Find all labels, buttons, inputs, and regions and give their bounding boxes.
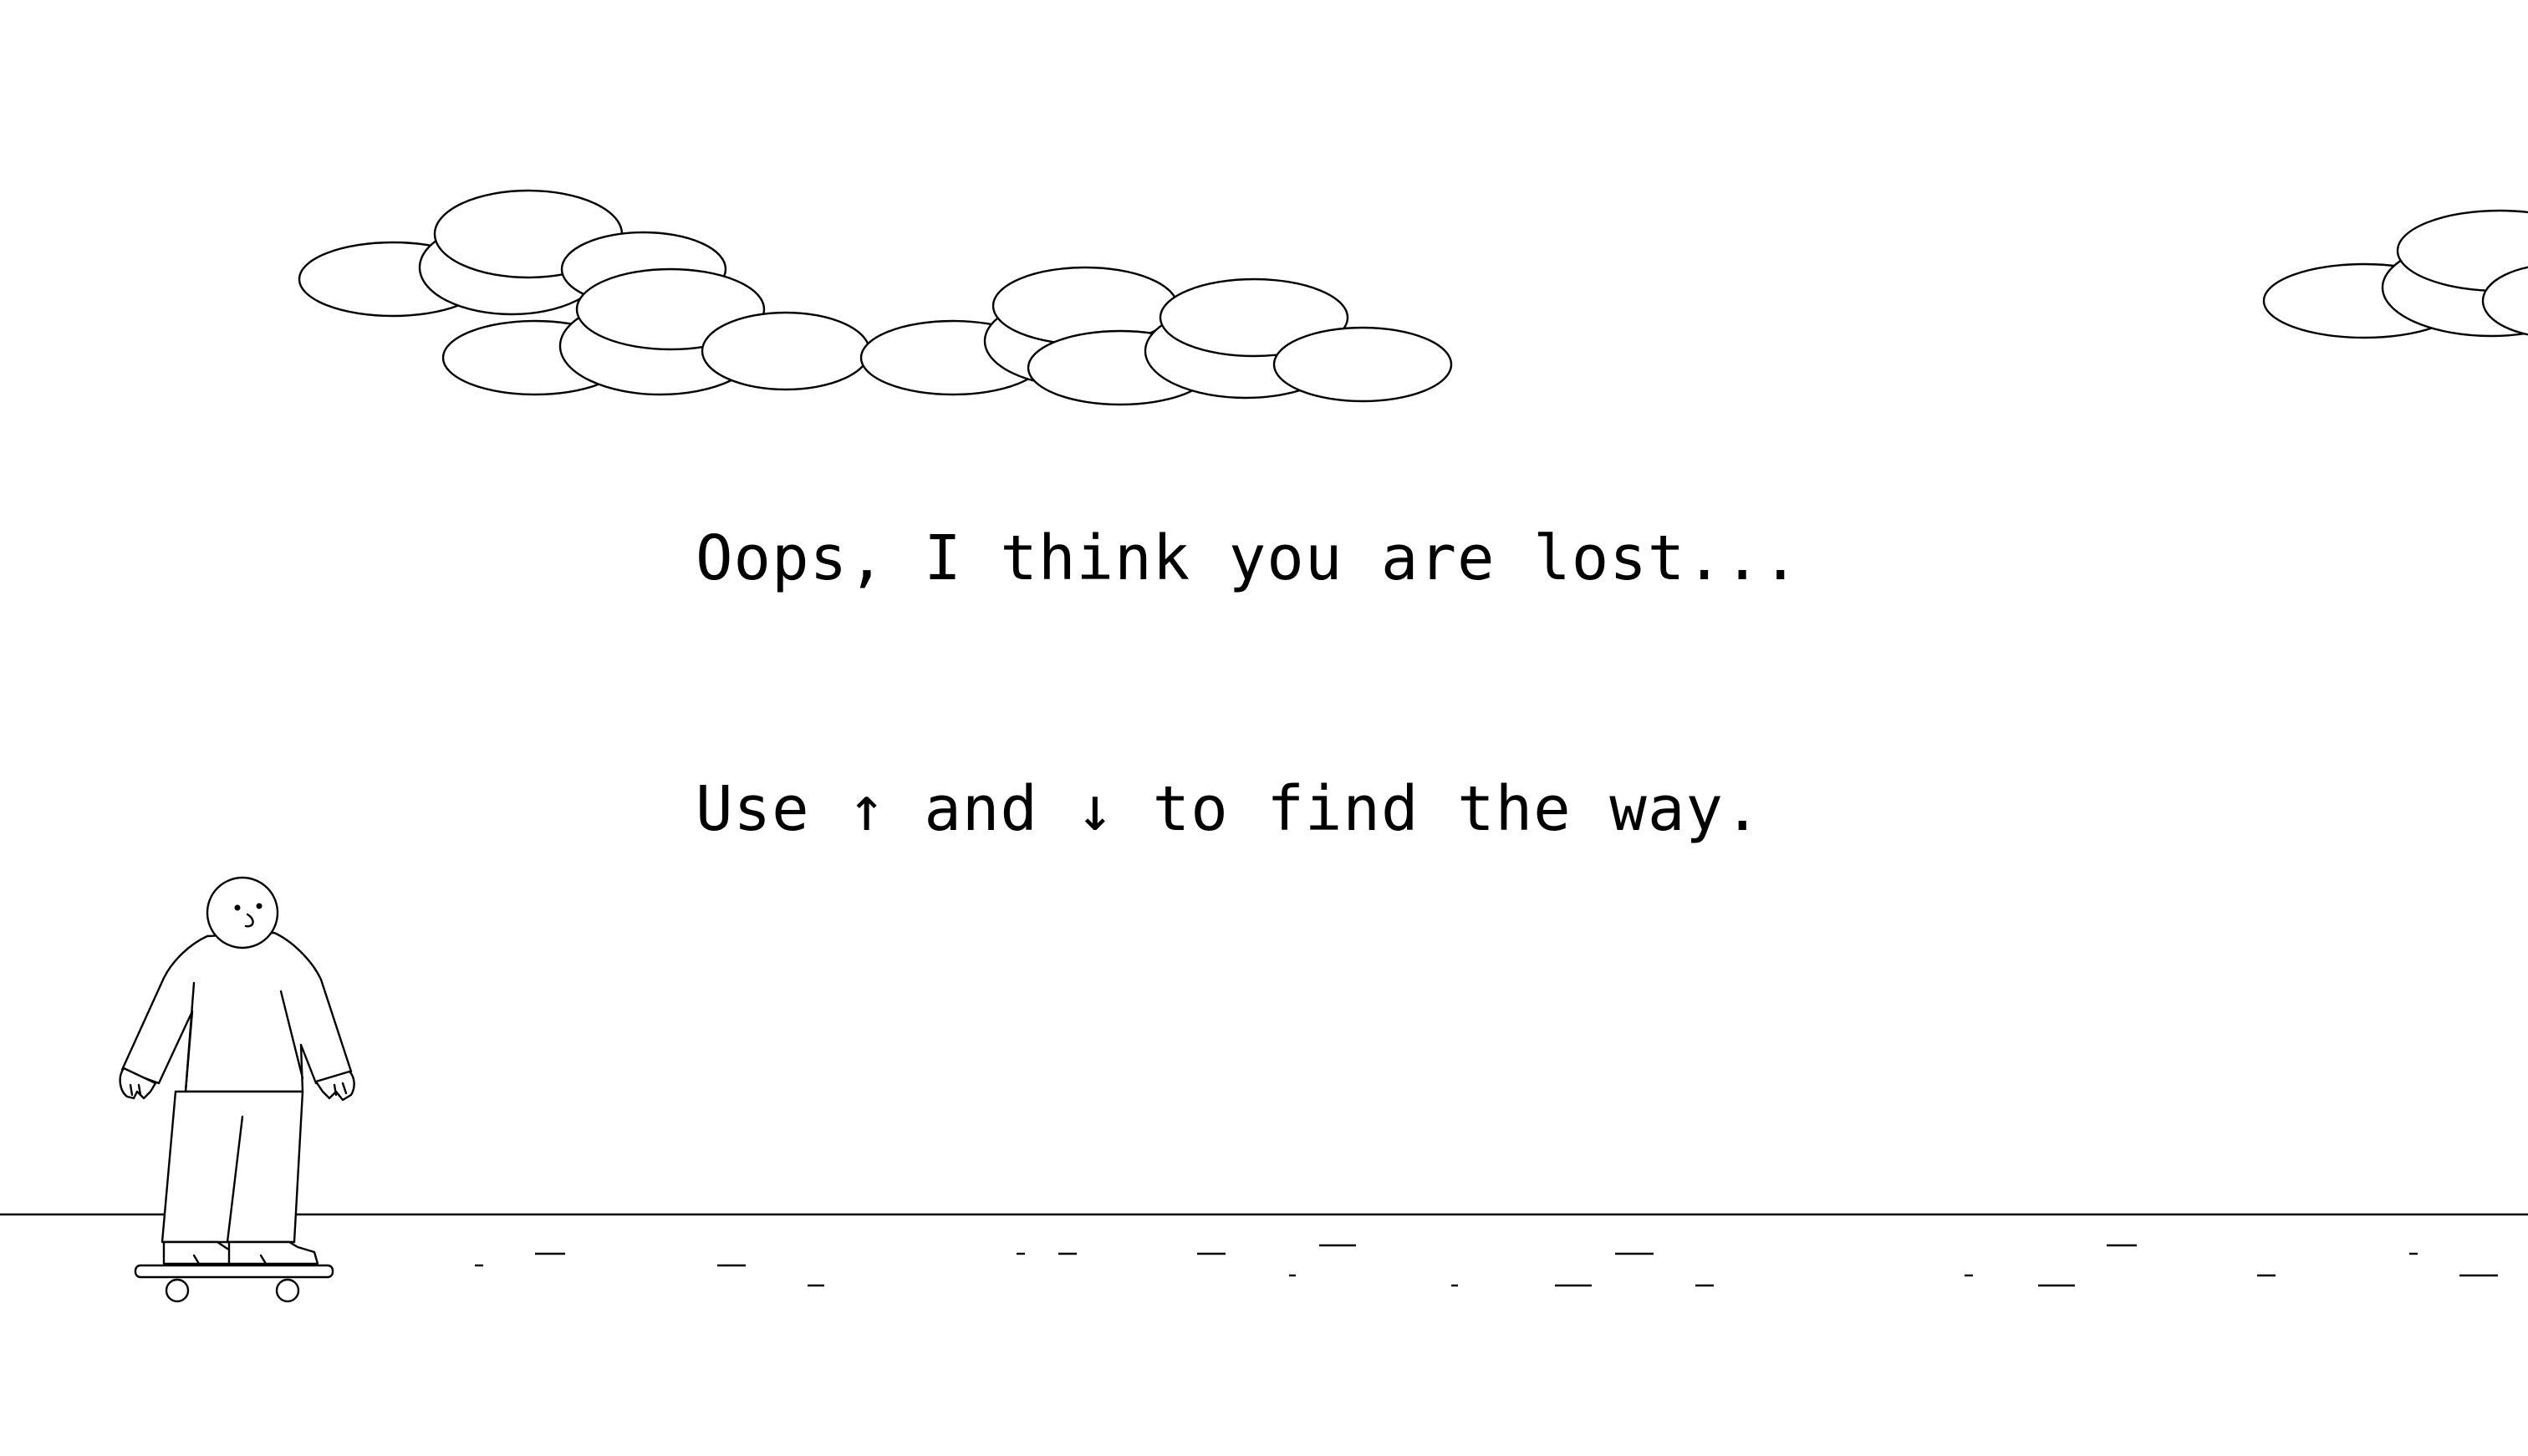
message-line-1: Oops, I think you are lost... (696, 522, 1801, 594)
cloud-icon (2262, 209, 2528, 339)
skateboard-icon (134, 1264, 334, 1303)
arrow-up-key: ↑ (848, 773, 886, 845)
message-text: and (885, 773, 1077, 845)
message-line-2: Use ↑ and ↓ to find the way. (696, 767, 1800, 851)
cloud-icon (1027, 277, 1453, 406)
message-text: Use (696, 773, 849, 845)
ground-dashes (475, 1244, 2498, 1287)
skateboarder-character (119, 876, 355, 1265)
arrow-down-key: ↓ (1076, 773, 1115, 845)
cloud-icon (441, 267, 871, 396)
message-text: to find the way. (1114, 773, 1762, 845)
lost-message: Oops, I think you are lost... Use ↑ and … (696, 349, 1800, 1018)
